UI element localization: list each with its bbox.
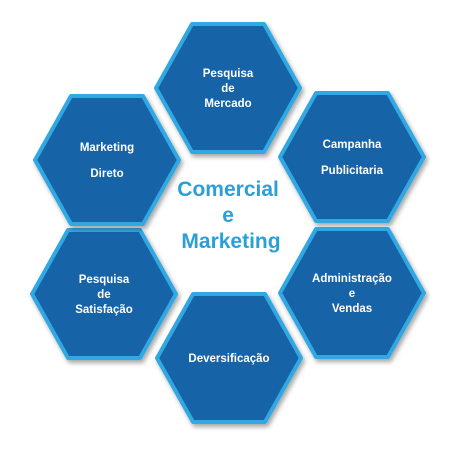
hexagon-label-line: Campanha	[323, 139, 382, 151]
hexagon-shape	[278, 227, 426, 359]
center-title-line: e	[222, 204, 234, 227]
hexagon-label-line: Mercado	[204, 98, 251, 110]
hexagon-shape	[278, 91, 426, 223]
center-title-line: Marketing	[181, 230, 280, 253]
hexagon-label-line: Vendas	[332, 303, 372, 315]
center-title: Comercial e Marketing	[177, 178, 284, 253]
hexagon-label-line: Pesquisa	[79, 274, 130, 286]
hexagon-label-line: e	[349, 288, 355, 300]
hexagon-label-line: Administração	[312, 273, 392, 285]
hexagon-shape	[154, 22, 302, 154]
hexagon-label-line: de	[221, 83, 234, 95]
hexagon-shape	[155, 292, 303, 424]
hexagon-shape	[30, 228, 178, 360]
center-title-line: Comercial	[177, 178, 279, 201]
hexagon-shape	[33, 94, 181, 226]
hexagon-label: Deversificação	[188, 353, 269, 365]
hexagon-label-line: Satisfação	[75, 304, 133, 316]
hexagon-label-line: Pesquisa	[203, 68, 254, 80]
hexagon-label-line: Deversificação	[188, 353, 269, 365]
hexagon-label-line: Direto	[90, 168, 123, 180]
hexagon-label-line: de	[97, 289, 110, 301]
hexagon-label-line: Publicitaria	[321, 165, 384, 177]
hexagon-deversificacao: Deversificação	[155, 292, 303, 424]
hexagon-label-line: Marketing	[80, 142, 134, 154]
